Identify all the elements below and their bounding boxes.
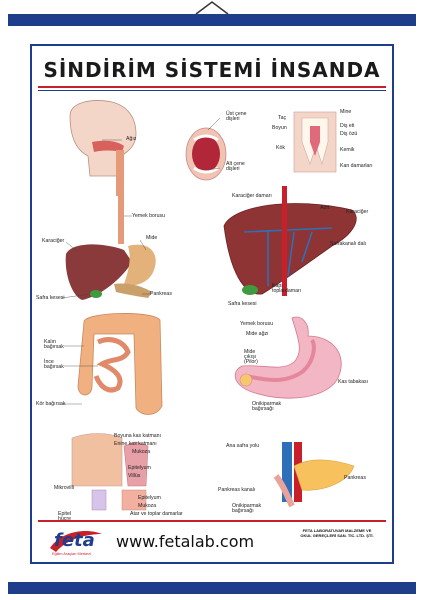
liver-detail-illustration <box>223 186 357 296</box>
label-villus: Villüs <box>128 473 141 479</box>
label-kapi-toplardamari: Kapı toplardamarı <box>272 283 302 295</box>
hanger-string <box>195 1 229 15</box>
gallbladder-shape <box>90 290 102 298</box>
mouth-illustration <box>185 127 227 181</box>
label-kemik: Kemik <box>340 147 355 153</box>
feta-logo-swoosh <box>50 530 102 552</box>
label-aort: Aort <box>320 205 330 211</box>
footer-divider <box>38 520 386 522</box>
tooth-illustration <box>293 111 337 173</box>
title-divider-thin <box>38 90 386 91</box>
label-epitel-hucre: Epitel hücre <box>58 511 71 522</box>
label-kalin-bagirsak: Kalın bağırsak <box>44 339 64 351</box>
label-mide-cikisi: Mide çıkışı (Pilor) <box>244 349 258 366</box>
label-epitelyum2: Epitelyum <box>138 495 161 501</box>
label-mide-agzi: Mide ağzı <box>246 331 269 337</box>
label-safra-kesesi2: Safra kesesi <box>228 301 257 307</box>
label-onikiparmak2: Onikiparmak bağırsağı <box>232 503 262 515</box>
label-ust-cene-disleri: Üst çene dişleri <box>226 111 247 123</box>
label-kan-damarlari: Kan damarları <box>340 163 373 169</box>
label-safra-kesesi: Safra kesesi <box>36 295 65 301</box>
company-line2: OKUL GEREÇLERİ SAN. TİC. LTD. ŞTİ. <box>300 532 374 538</box>
label-dis-ozu: Diş özü <box>340 131 358 137</box>
label-boyuna-kas: Boyuna kas katmanı <box>114 433 162 439</box>
label-kok: Kök <box>276 145 285 151</box>
label-karaciger-damari: Karaciğer damarı <box>232 193 272 199</box>
label-karaciger: Karaciğer <box>42 238 65 244</box>
label-ince-bagirsak: İnce bağırsak <box>44 359 64 371</box>
label-alt-cene-disleri: Alt çene dişleri <box>226 161 245 173</box>
pancreas-detail-illustration <box>273 442 355 508</box>
label-pankreas-kanali: Pankreas kanalı <box>218 487 256 493</box>
esophagus-shape <box>118 196 124 244</box>
label-mukoza2: Mukoza <box>138 503 157 509</box>
label-mine: Mine <box>340 109 352 115</box>
label-ana-safra-yolu: Ana safra yolu <box>226 443 260 449</box>
villi-detail-illustration <box>71 433 149 511</box>
label-onikiparmak: Onikiparmak bağırsağı <box>252 401 282 413</box>
label-pankreas: Pankreas <box>150 291 172 297</box>
website-url: www.fetalab.com <box>116 532 255 551</box>
label-kor-bagirsak: Kör bağırsak <box>36 401 66 407</box>
feta-logo-tagline: Eğitim Araçları Merkezi <box>52 552 91 556</box>
label-boyun: Boyun <box>272 125 287 131</box>
head-profile-illustration <box>69 100 137 196</box>
label-safrakanali-dali: Safrakanalı dalı <box>330 241 367 247</box>
intestines-illustration <box>77 313 163 415</box>
label-kas-tabakasi: Kas tabakası <box>338 379 368 385</box>
label-agiz: Ağız <box>126 136 137 142</box>
title-divider <box>38 86 386 88</box>
leader-lines <box>61 117 221 405</box>
poster: SİNDİRİM SİSTEMİ İNSANDA <box>30 44 394 564</box>
label-mukoza: Mukoza <box>132 449 151 455</box>
label-tac: Taç <box>278 115 287 121</box>
label-yemek-borusu: Yemek borusu <box>132 213 165 219</box>
stomach-shape <box>124 244 156 286</box>
label-mikrovilli: Mikrovilli <box>54 485 74 491</box>
label-mide: Mide <box>146 235 158 241</box>
label-pankreas2: Pankreas <box>344 475 366 481</box>
label-enine-kas: Enine kas katmanı <box>114 441 157 447</box>
company-line1: FETA LABORATUVAR MALZEME VE <box>302 528 372 533</box>
label-yemek-borusu2: Yemek borusu <box>240 321 273 327</box>
stomach-detail-illustration <box>234 316 342 399</box>
liver-shape <box>65 244 132 300</box>
feta-logo-text: feta <box>54 530 95 551</box>
pancreas-shape <box>114 283 152 298</box>
illustration-canvas <box>61 100 357 511</box>
label-atar-toplar: Atar ve toplar damarlar <box>130 511 183 517</box>
bottom-rail <box>8 582 416 594</box>
label-dis-eti: Diş eti <box>340 123 355 129</box>
label-epitelyum: Epitelyum <box>128 465 151 471</box>
company-name: FETA LABORATUVAR MALZEME VE OKUL GEREÇLE… <box>287 528 387 539</box>
label-karaciger2: Karaciğer <box>346 209 369 215</box>
top-rail <box>8 14 416 26</box>
poster-title: SİNDİRİM SİSTEMİ İNSANDA <box>43 58 381 82</box>
